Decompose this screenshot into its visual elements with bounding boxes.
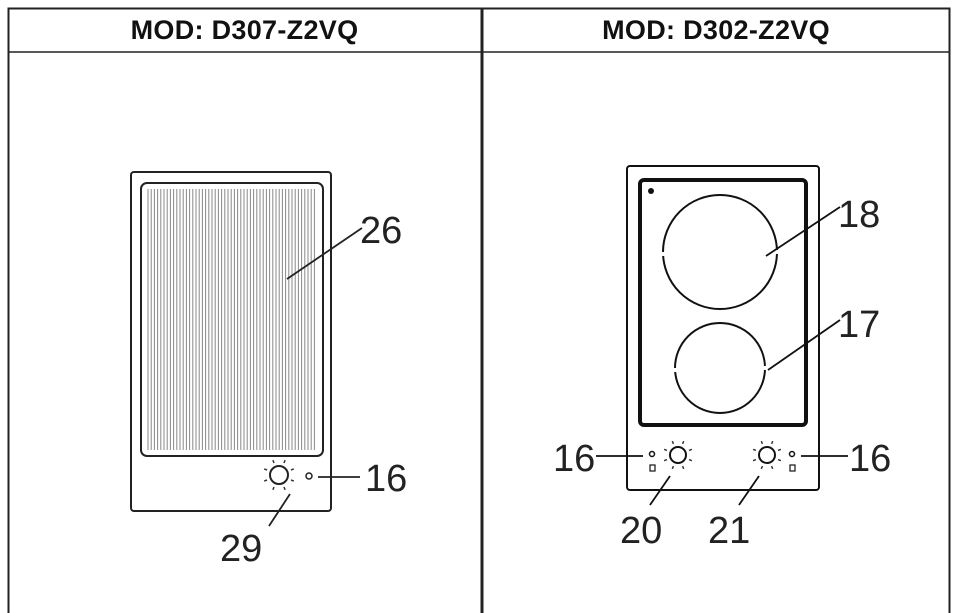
glass-panel xyxy=(638,178,808,427)
knob-tick xyxy=(263,468,268,471)
control-knob-29 xyxy=(269,465,289,485)
leader-18 xyxy=(765,206,841,257)
label-20: 20 xyxy=(620,510,662,552)
knob-tick xyxy=(777,458,782,462)
leader-29 xyxy=(268,493,291,527)
leader-17 xyxy=(767,319,841,371)
label-29: 29 xyxy=(220,528,262,570)
knob-tick xyxy=(752,448,757,452)
knob-tick xyxy=(688,458,693,462)
label-16-right-b: 16 xyxy=(849,438,891,480)
knob-tick xyxy=(777,448,782,452)
knob-tick xyxy=(770,465,774,470)
knob-tick xyxy=(760,440,764,445)
knob-tick xyxy=(752,458,757,462)
label-18: 18 xyxy=(838,194,880,236)
knob-tick xyxy=(263,479,268,482)
label-16-left: 16 xyxy=(365,458,407,500)
label-16-right-a: 16 xyxy=(553,438,595,480)
indicator-light-16-left xyxy=(648,450,656,458)
leader-26 xyxy=(286,227,363,280)
knob-tick xyxy=(688,448,693,452)
knob-ticks xyxy=(263,459,295,491)
header-left-model: MOD: D307-Z2VQ xyxy=(130,14,359,45)
knob-tick xyxy=(663,458,668,462)
knob-tick xyxy=(283,486,286,491)
knob-tick xyxy=(272,459,275,464)
knob-tick xyxy=(671,465,675,470)
knob-tick xyxy=(681,440,685,445)
indicator-square-left xyxy=(649,464,656,472)
indicator-light-16 xyxy=(305,472,313,480)
grill-cooktop xyxy=(130,171,363,527)
indicator-square-right xyxy=(789,464,796,472)
knob-tick xyxy=(290,468,295,471)
knob-tick xyxy=(663,448,668,452)
grill-ribs xyxy=(147,189,315,450)
ceramic-cooktop xyxy=(596,165,848,506)
knob-tick xyxy=(770,440,774,445)
cooktop-outline-right xyxy=(626,165,820,491)
table-border xyxy=(7,7,951,613)
cooking-zone-17 xyxy=(674,322,766,414)
leader-21 xyxy=(738,475,760,506)
label-26: 26 xyxy=(360,210,402,252)
knob-tick xyxy=(671,440,675,445)
table-grid xyxy=(7,7,951,613)
grill-plate xyxy=(140,182,324,457)
cooking-zone-18 xyxy=(662,194,778,310)
header-right-model: MOD: D302-Z2VQ xyxy=(602,14,830,45)
knob-tick xyxy=(681,465,685,470)
label-17: 17 xyxy=(838,304,880,346)
cooktop-outline xyxy=(130,171,332,512)
control-knob-21 xyxy=(758,446,776,464)
control-knob-20 xyxy=(669,446,687,464)
knob-tick xyxy=(290,479,295,482)
knob-tick xyxy=(283,459,286,464)
indicator-light-16-right xyxy=(788,450,796,458)
label-21: 21 xyxy=(708,510,750,552)
corner-dot xyxy=(648,188,654,194)
leader-20 xyxy=(649,475,671,506)
knob-tick xyxy=(760,465,764,470)
knob-tick xyxy=(272,486,275,491)
knob-ticks-right xyxy=(663,440,782,470)
